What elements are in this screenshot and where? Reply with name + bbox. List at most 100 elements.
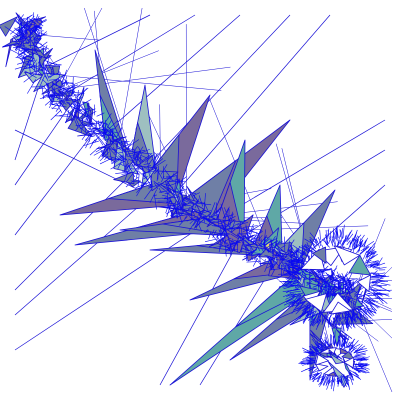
mesh-edge [302, 347, 314, 354]
mesh-edge [22, 23, 30, 27]
mesh-edge [363, 310, 372, 319]
mesh-edge [83, 140, 99, 147]
mesh-edge [310, 316, 317, 323]
mesh-edge [352, 283, 354, 287]
mesh-edge [23, 36, 25, 38]
mesh-edge [97, 126, 103, 130]
mesh-edge [112, 130, 114, 146]
mesh-edge [341, 375, 347, 388]
mesh-edge [336, 314, 340, 320]
mesh-edge [97, 120, 101, 130]
mesh-edge [355, 295, 361, 303]
mesh-edge [81, 118, 84, 134]
mesh-edge [55, 92, 63, 98]
mesh-edge [153, 194, 157, 210]
mesh-edge [187, 198, 194, 204]
mesh-edge [348, 341, 352, 351]
mesh-edge [340, 284, 351, 286]
mesh-edge [44, 54, 51, 71]
mesh-edge [224, 240, 232, 254]
mesh-edge [101, 113, 112, 127]
mesh-edge [265, 249, 278, 257]
mesh-edge [279, 259, 281, 270]
mesh-edge [317, 237, 322, 244]
mesh-edge [306, 282, 312, 286]
mesh-edge [293, 293, 301, 296]
dense-core-layer [2, 12, 371, 315]
mesh-edge [198, 223, 203, 232]
mesh-edge [215, 215, 219, 220]
mesh-edge [318, 343, 325, 351]
mesh-edge [282, 284, 296, 288]
mesh-edge [283, 286, 293, 290]
mesh-edge [86, 112, 89, 116]
mesh-edge [355, 315, 365, 325]
mesh-edge [338, 316, 342, 322]
mesh-edge [103, 120, 112, 135]
mesh-edge [106, 146, 109, 156]
mesh-edge [343, 279, 349, 289]
mesh-edge [114, 149, 116, 154]
mesh-edge [33, 42, 36, 54]
mesh-edge [20, 24, 26, 31]
mesh-edge [84, 108, 96, 113]
mesh-edge [324, 339, 330, 348]
mesh-edge [31, 57, 35, 67]
mesh-edge [99, 129, 104, 135]
mesh-edge [351, 299, 357, 304]
mesh-edge [355, 317, 366, 321]
mesh-edge [177, 194, 183, 207]
mesh-edge [177, 185, 185, 196]
mesh-edge [29, 18, 31, 21]
mesh-edge [365, 308, 373, 317]
mesh-edge [190, 218, 198, 222]
ring-triangle [348, 254, 372, 276]
mesh-edge [198, 210, 211, 215]
mesh-edge [320, 378, 325, 385]
mesh-edge [330, 377, 335, 390]
band-triangle [246, 253, 262, 262]
mesh-edge [260, 247, 265, 253]
mesh-edge [295, 252, 301, 262]
mesh-edge [344, 311, 352, 320]
mesh-edge [55, 100, 64, 112]
mesh-edge [66, 101, 70, 104]
mesh-edge [321, 344, 326, 351]
mesh-edge [353, 291, 360, 298]
mesh-edge [44, 73, 49, 82]
mesh-edge [341, 340, 346, 350]
mesh-edge [17, 49, 30, 58]
mesh-edge [85, 138, 91, 149]
mesh-edge [317, 315, 322, 324]
mesh-edge [370, 304, 377, 312]
mesh-edge [26, 63, 36, 72]
mesh-edge [86, 108, 90, 111]
mesh-edge [100, 120, 106, 134]
mesh-edge [301, 245, 311, 250]
mesh-edge [360, 245, 369, 252]
mesh-edge [37, 56, 43, 64]
mesh-edge [302, 279, 305, 286]
mesh-edge [293, 288, 299, 291]
mesh-edge [288, 255, 298, 258]
mesh-edge [339, 273, 345, 283]
mesh-edge [24, 70, 37, 78]
mesh-edge [352, 240, 357, 248]
mesh-edge [301, 276, 318, 282]
mesh-edge [305, 359, 316, 362]
ring-triangle [343, 357, 355, 369]
mesh-edge [166, 177, 172, 180]
mesh-edge [317, 342, 323, 352]
fan-line [62, 14, 196, 97]
mesh-edge [44, 45, 48, 53]
mesh-edge [271, 260, 276, 270]
mesh-edge [154, 197, 163, 199]
mesh-edge [319, 240, 322, 247]
band-triangle [140, 167, 158, 190]
mesh-edge [184, 196, 190, 200]
mesh-edge [35, 24, 39, 27]
mesh-edge [117, 143, 131, 150]
mesh-edge [35, 16, 40, 22]
mesh-edge [132, 152, 137, 163]
mesh-edge [217, 211, 220, 228]
